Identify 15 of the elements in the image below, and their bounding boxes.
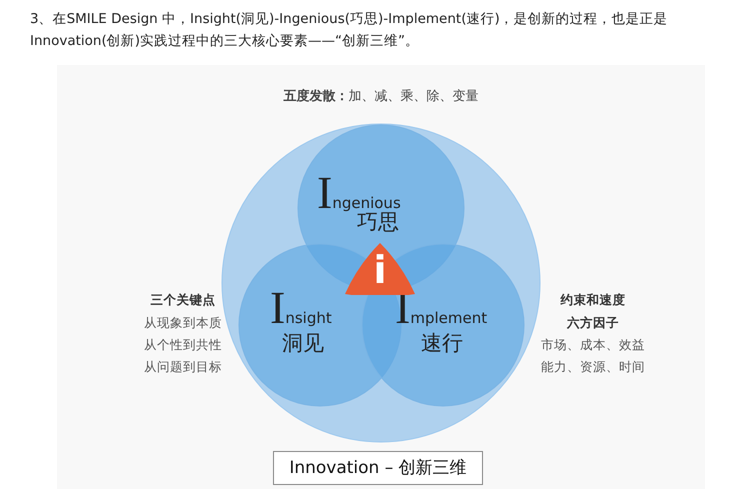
side-text: 市场、成本、效益 [541, 337, 645, 354]
side-heading: 约束和速度 [560, 292, 626, 309]
side-text: 从问题到目标 [144, 359, 222, 376]
keyword-text: 速行 [421, 330, 463, 357]
keyword-text: 洞见 [282, 330, 324, 357]
side-text: 能力、资源、时间 [541, 359, 645, 376]
side-text: 从个性到共性 [144, 337, 222, 354]
center-letter: i [373, 249, 387, 291]
heading-text: 五度发散：加、减、乘、除、变量 [284, 88, 478, 105]
side-heading: 六方因子 [567, 315, 619, 332]
keyword-text: Insight [270, 281, 332, 333]
side-heading: 三个关键点 [150, 292, 216, 309]
title-box: Innovation – 创新三维 [273, 451, 483, 485]
side-text: 从现象到本质 [144, 315, 222, 332]
intro-paragraph: 3、在SMILE Design 中，Insight(洞见)-Ingenious(巧思)-Implement(速行)，是创新的过程，也是正是Innovation(创新)实践过程中的三大核心要素——“创新三维”。 [30, 10, 669, 51]
